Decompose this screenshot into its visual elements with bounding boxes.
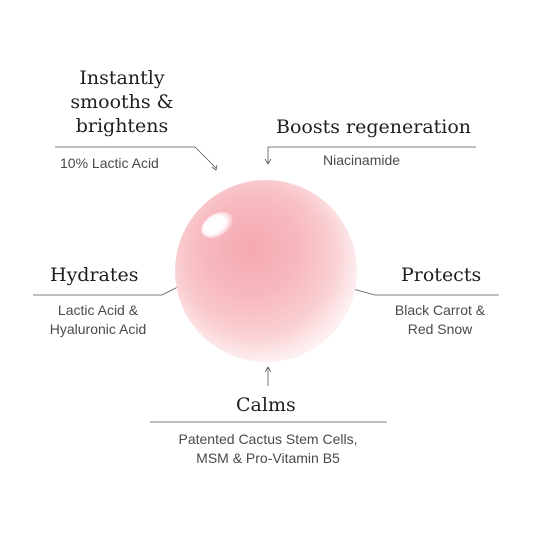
benefit-calms-title: Calms [236,394,296,416]
arrowhead-smooth [211,164,218,171]
serum-droplet-sphere [175,180,357,362]
arrowhead-calms [264,366,272,373]
benefit-regeneration-title: Boosts regeneration [276,116,472,138]
benefit-hydrates-detail-line: Hyaluronic Acid [49,321,147,337]
benefit-protects-detail-line: Black Carrot & [394,302,486,318]
benefit-protects-detail: Black Carrot & Red Snow [372,301,508,339]
benefit-smooth-title-line: brightens [75,115,169,137]
benefit-regeneration-detail: Niacinamide [323,152,401,168]
benefit-hydrates-detail-line: Lactic Acid & [57,302,139,318]
benefit-protects-title: Protects [401,264,482,286]
benefit-smooth-title-line: smooths & [70,91,174,113]
arrowhead-regeneration [264,158,272,165]
benefit-smooth-title: Instantly smooths & brightens [62,66,182,138]
benefit-hydrates-title: Hydrates [50,264,139,286]
connector-regeneration [267,146,476,163]
benefit-protects-detail-line: Red Snow [407,321,473,337]
benefit-calms-detail-line: Patented Cactus Stem Cells, [178,431,358,447]
benefit-smooth-detail: 10% Lactic Acid [60,155,159,171]
connector-smooth [55,146,217,169]
benefit-hydrates-detail: Lactic Acid & Hyaluronic Acid [28,301,168,339]
benefit-smooth-title-line: Instantly [79,67,165,89]
benefit-calms-detail-line: MSM & Pro-Vitamin B5 [196,450,340,466]
benefit-calms-detail: Patented Cactus Stem Cells, MSM & Pro-Vi… [140,430,396,468]
